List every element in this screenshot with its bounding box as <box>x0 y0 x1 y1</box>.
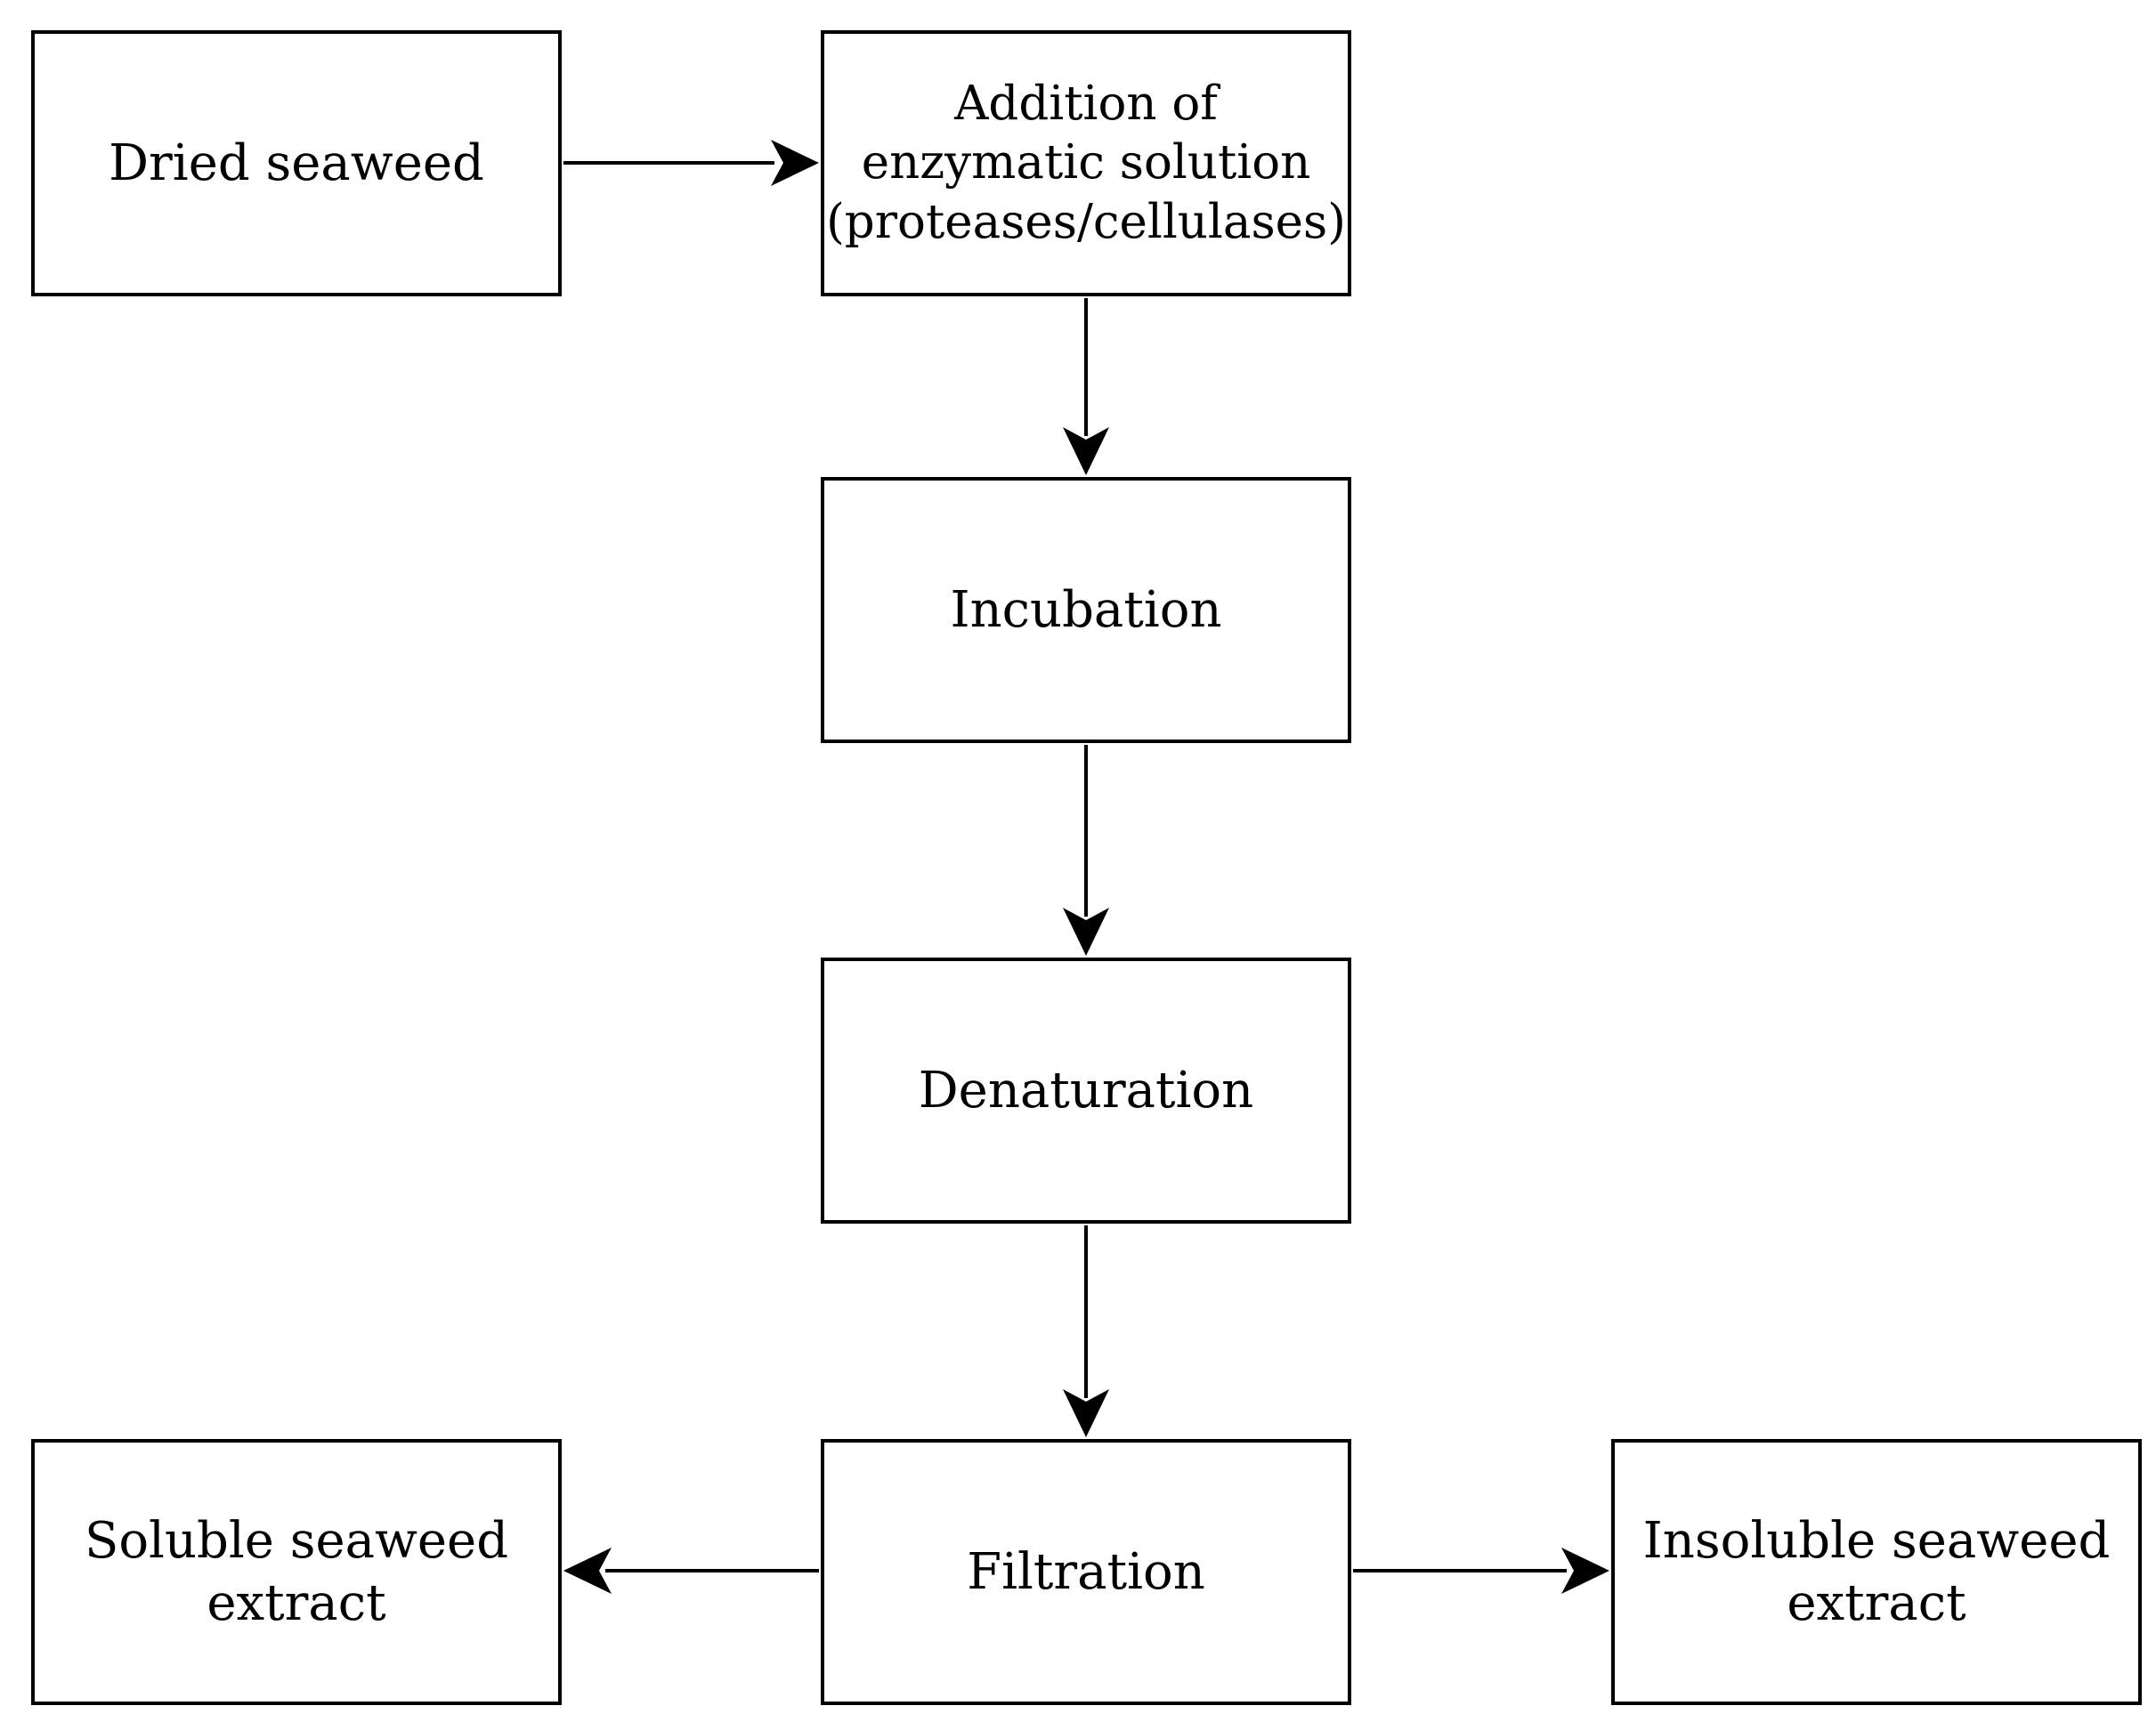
node-incubation: Incubation <box>821 477 1351 743</box>
edge-incubation-to-denaturation <box>1063 745 1109 956</box>
node-denaturation: Denaturation <box>821 958 1351 1224</box>
edge-denaturation-to-filtration <box>1063 1225 1109 1437</box>
node-label: Filtration <box>967 1542 1205 1601</box>
node-label: Dried seaweed <box>109 133 484 192</box>
node-dried-seaweed: Dried seaweed <box>31 30 562 296</box>
node-label: Incubation <box>950 580 1222 639</box>
edge-dried-to-enzyme <box>563 140 819 186</box>
node-filtration: Filtration <box>821 1439 1351 1705</box>
node-insoluble-extract: Insoluble seaweed extract <box>1611 1439 2142 1705</box>
edge-filtration-to-soluble <box>563 1548 819 1594</box>
edge-enzyme-to-incubation <box>1063 298 1109 475</box>
node-label: Soluble seaweed extract <box>84 1511 509 1632</box>
node-enzymatic-solution: Addition of enzymatic solution (protease… <box>821 30 1351 296</box>
node-label: Insoluble seaweed extract <box>1642 1511 2111 1632</box>
node-label: Denaturation <box>918 1061 1254 1120</box>
node-label: Addition of enzymatic solution (protease… <box>826 77 1346 249</box>
node-soluble-extract: Soluble seaweed extract <box>31 1439 562 1705</box>
edge-filtration-to-insoluble <box>1353 1548 1609 1594</box>
